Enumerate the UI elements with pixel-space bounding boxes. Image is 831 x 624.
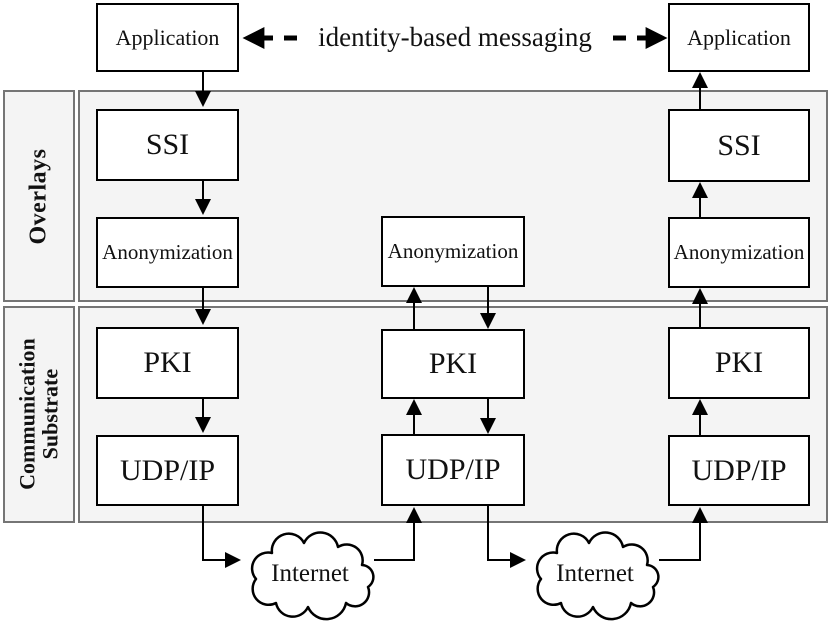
application-box-left: Application (96, 3, 239, 72)
anonymization-box-middle: Anonymization (381, 216, 525, 287)
udp-ip-box-right: UDP/IP (668, 435, 810, 506)
band-label-overlays: Overlays (3, 90, 75, 302)
pki-box-middle: PKI (381, 329, 525, 399)
pki-box-left: PKI (96, 327, 239, 399)
pki-box-right: PKI (668, 327, 810, 399)
application-box-right: Application (668, 3, 810, 72)
identity-based-messaging-label: identity-based messaging (318, 22, 592, 52)
communication-substrate-label: Communication Substrate (14, 338, 63, 491)
anonymization-box-left: Anonymization (96, 217, 239, 288)
udp-ip-box-middle: UDP/IP (381, 434, 525, 506)
internet-label-right: Internet (556, 560, 634, 587)
band-label-communication-substrate: Communication Substrate (3, 306, 75, 523)
internet-label-left: Internet (271, 560, 349, 587)
overlays-label: Overlays (25, 148, 52, 244)
ssi-box-left: SSI (96, 109, 239, 181)
anonymization-box-right: Anonymization (668, 217, 810, 288)
udp-ip-box-left: UDP/IP (96, 435, 239, 506)
ssi-box-right: SSI (668, 109, 810, 182)
